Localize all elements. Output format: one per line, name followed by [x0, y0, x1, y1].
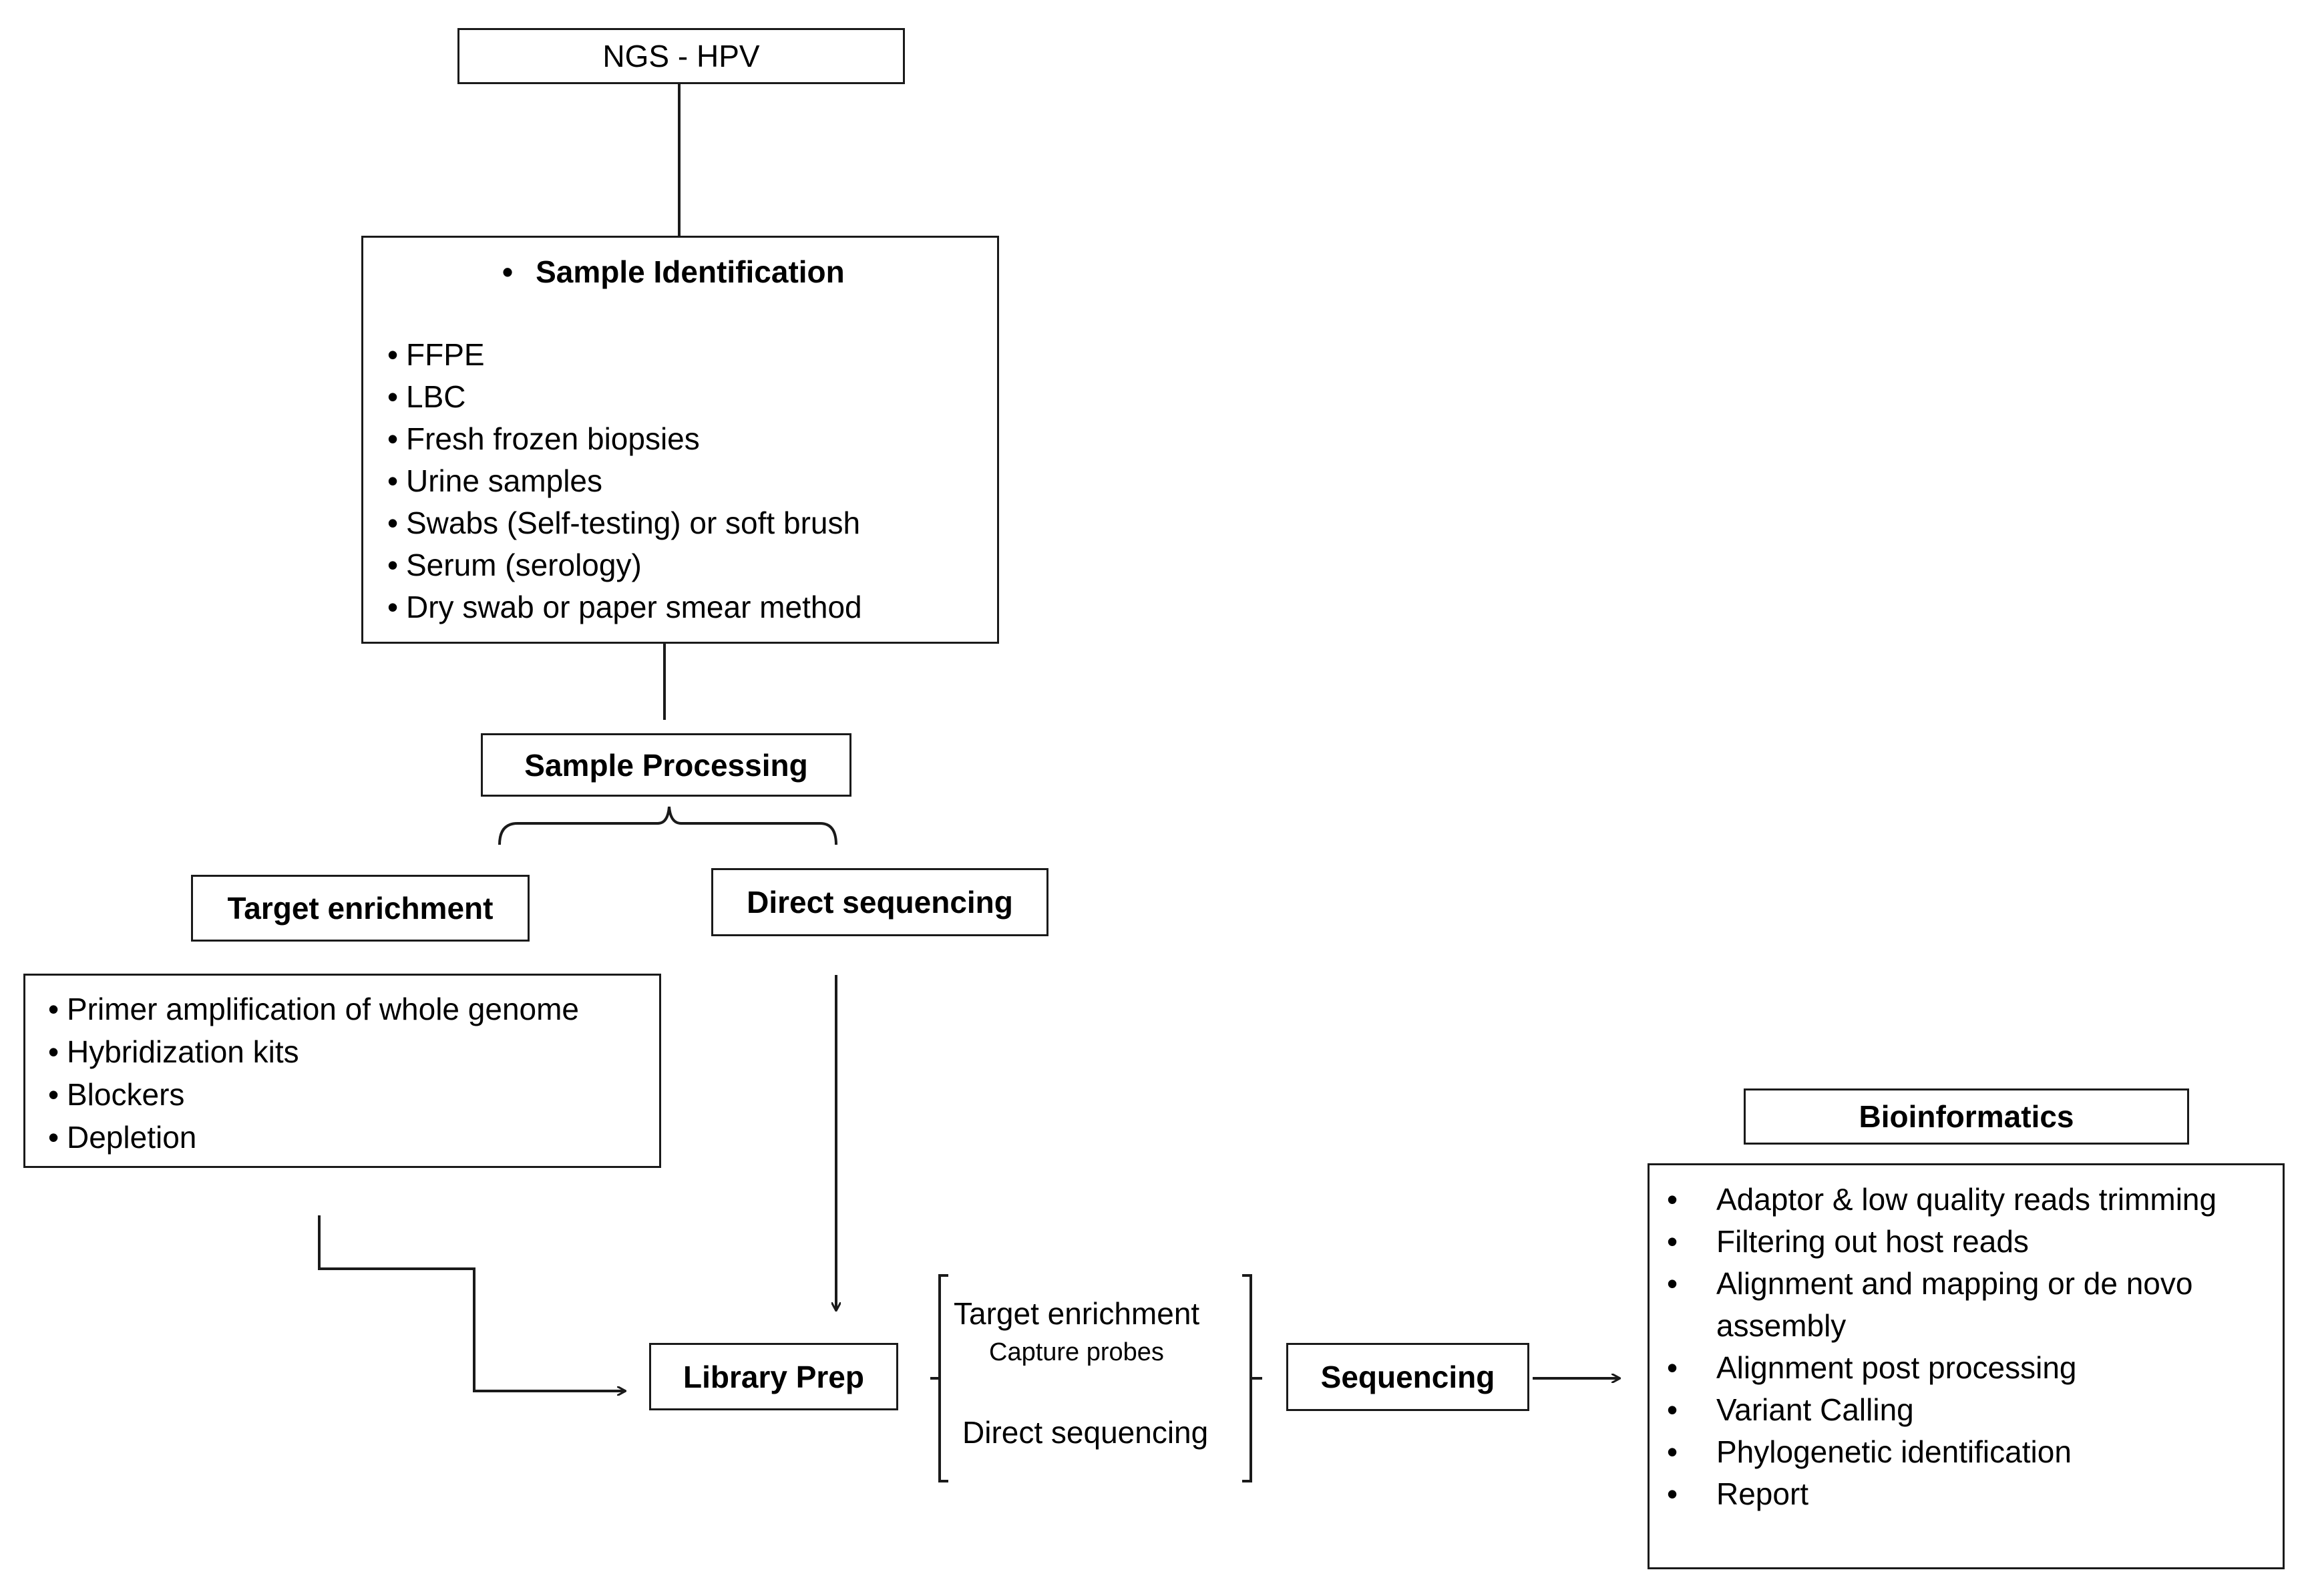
target-enrichment-label: Target enrichment	[227, 891, 494, 926]
library-option-target-enrichment: Target enrichment	[954, 1296, 1200, 1331]
list-item: Blockers	[45, 1073, 579, 1116]
list-item: FFPE	[385, 334, 862, 376]
list-item: Adaptor & low quality reads trimming	[1650, 1179, 2277, 1221]
bioinformatics-label: Bioinformatics	[1859, 1099, 2074, 1134]
sequencing-label: Sequencing	[1320, 1360, 1495, 1394]
list-item: Serum (serology)	[385, 544, 862, 586]
sample-identification-bullet: •	[502, 254, 514, 289]
sequencing-box: Sequencing	[1286, 1343, 1529, 1411]
list-item: Dry swab or paper smear method	[385, 586, 862, 628]
list-item: Depletion	[45, 1116, 579, 1159]
target-enrichment-details-box: Primer amplification of whole genome Hyb…	[23, 974, 661, 1168]
library-options-right-bracket	[1242, 1274, 1262, 1482]
list-item: LBC	[385, 376, 862, 418]
list-item: Filtering out host reads	[1650, 1221, 2277, 1263]
processing-brace	[498, 806, 837, 845]
sample-processing-box: Sample Processing	[481, 733, 851, 797]
direct-sequencing-box: Direct sequencing	[711, 868, 1048, 936]
list-item: Hybridization kits	[45, 1030, 579, 1073]
sample-identification-box: • Sample Identification FFPE LBC Fresh fr…	[361, 236, 999, 644]
root-node-box: NGS - HPV	[457, 28, 905, 84]
library-option-capture-probes: Capture probes	[989, 1338, 1164, 1366]
target-enrichment-list: Primer amplification of whole genome Hyb…	[45, 988, 579, 1159]
list-item: Urine samples	[385, 460, 862, 502]
bioinformatics-box: Bioinformatics	[1744, 1088, 2189, 1145]
list-item: Phylogenetic identification	[1650, 1431, 2277, 1473]
direct-sequencing-label: Direct sequencing	[747, 885, 1013, 920]
sample-identification-heading-row: • Sample Identification	[502, 254, 845, 290]
list-item: Swabs (Self-testing) or soft brush	[385, 502, 862, 544]
sample-identification-heading: Sample Identification	[536, 254, 845, 289]
connector-target-to-library	[318, 1215, 625, 1391]
list-item: Primer amplification of whole genome	[45, 988, 579, 1030]
target-enrichment-box: Target enrichment	[191, 875, 530, 942]
list-item: Report	[1650, 1473, 2277, 1515]
sample-identification-list: FFPE LBC Fresh frozen biopsies Urine sam…	[385, 334, 862, 628]
library-option-direct-sequencing: Direct sequencing	[962, 1415, 1209, 1450]
list-item: Variant Calling	[1650, 1389, 2277, 1431]
library-prep-label: Library Prep	[683, 1359, 864, 1394]
list-item: Fresh frozen biopsies	[385, 418, 862, 460]
bioinformatics-details-box: Adaptor & low quality reads trimming Fil…	[1648, 1163, 2285, 1569]
list-item: Alignment and mapping or de novo assembl…	[1650, 1263, 2277, 1347]
sample-processing-label: Sample Processing	[524, 747, 808, 783]
bioinformatics-list: Adaptor & low quality reads trimming Fil…	[1650, 1179, 2277, 1515]
root-node-title: NGS - HPV	[602, 39, 760, 73]
library-options-left-bracket	[930, 1274, 948, 1482]
list-item: Alignment post processing	[1650, 1347, 2277, 1389]
library-prep-box: Library Prep	[649, 1343, 898, 1410]
